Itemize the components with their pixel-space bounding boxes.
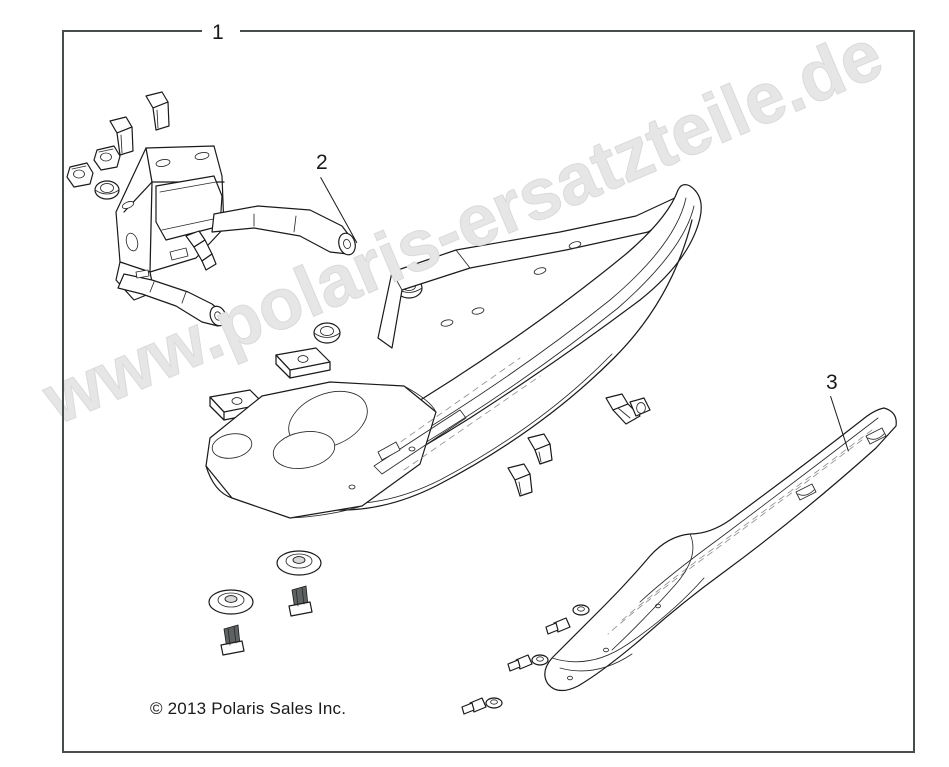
grommet-bushing bbox=[313, 322, 341, 344]
main-bumper-bar bbox=[205, 184, 702, 519]
mounting-bracket-assembly bbox=[115, 145, 356, 327]
hex-flange-bolt bbox=[527, 433, 553, 465]
rivet-washer bbox=[485, 697, 503, 709]
hex-flange-bolt bbox=[507, 463, 533, 497]
push-rivet bbox=[507, 654, 533, 672]
hex-flange-bolt bbox=[145, 91, 170, 131]
rivet-washer bbox=[208, 589, 254, 615]
hex-flange-bolt bbox=[109, 116, 134, 156]
push-rivet bbox=[545, 617, 571, 635]
flange-nut bbox=[66, 162, 94, 188]
push-rivet bbox=[288, 585, 313, 617]
hex-flange-bolt bbox=[185, 230, 217, 271]
callout-number-3[interactable]: 3 bbox=[826, 371, 838, 394]
rivet-washer bbox=[276, 550, 322, 576]
square-spacer-plate bbox=[275, 347, 331, 379]
frame-border-top-right bbox=[240, 30, 915, 32]
frame-border-right bbox=[913, 30, 915, 753]
callout-number-1[interactable]: 1 bbox=[212, 21, 224, 44]
frame-border-left bbox=[62, 30, 64, 753]
push-rivet bbox=[220, 624, 245, 656]
callout-number-2[interactable]: 2 bbox=[316, 151, 328, 174]
frame-border-top-left bbox=[62, 30, 202, 32]
hex-flange-bolt bbox=[605, 393, 641, 425]
grommet-bushing bbox=[94, 180, 120, 200]
rivet-washer bbox=[572, 604, 590, 616]
rivet-washer bbox=[531, 654, 549, 666]
flange-nut bbox=[93, 145, 121, 171]
skid-plate-panel bbox=[544, 407, 897, 692]
copyright-notice: © 2013 Polaris Sales Inc. bbox=[150, 699, 347, 718]
frame-border-bottom bbox=[62, 751, 915, 753]
push-rivet bbox=[461, 697, 487, 715]
hex-flange-bolt bbox=[629, 397, 651, 417]
